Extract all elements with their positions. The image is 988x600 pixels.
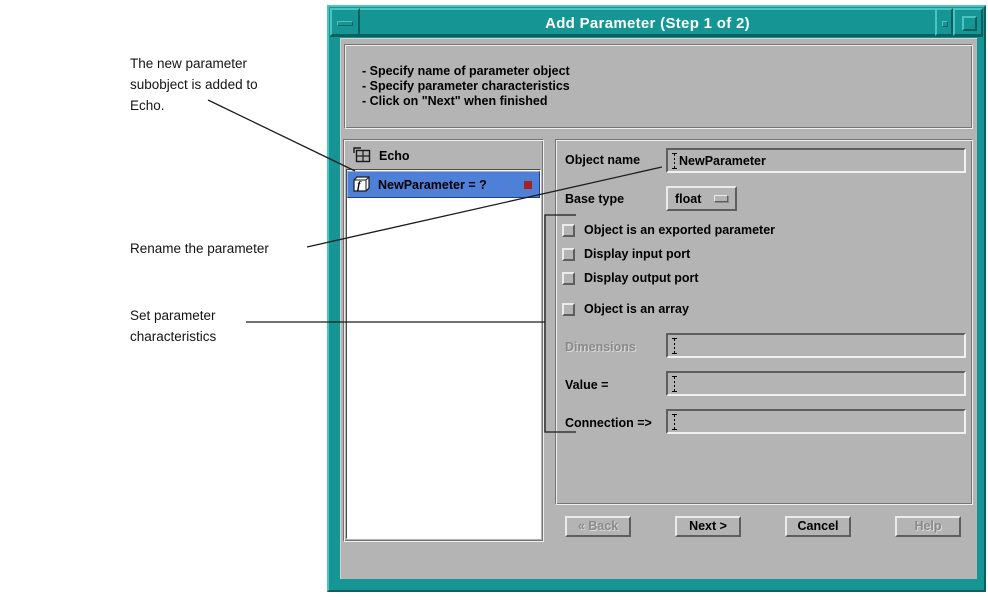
dialog-client-area: - Specify name of parameter object - Spe… bbox=[340, 38, 977, 579]
annotation-new-parameter: The new parameter subobject is added to … bbox=[130, 56, 258, 113]
instruction-line: - Specify parameter characteristics bbox=[362, 79, 570, 93]
tree-root-label: Echo bbox=[379, 148, 410, 163]
base-type-dropdown[interactable]: float bbox=[666, 186, 737, 211]
value-input[interactable] bbox=[666, 371, 966, 396]
maximize-button[interactable] bbox=[953, 8, 983, 36]
next-button[interactable]: Next > bbox=[675, 516, 741, 537]
minimize-icon bbox=[942, 21, 948, 27]
checkbox-exported-parameter[interactable] bbox=[562, 223, 575, 237]
parameter-form-panel: Object name NewParameter Base type float… bbox=[555, 139, 973, 505]
text-cursor bbox=[672, 337, 677, 354]
instruction-line: - Click on "Next" when finished bbox=[362, 94, 548, 108]
text-cursor bbox=[672, 375, 677, 392]
checkbox-row: Object is an exported parameter bbox=[562, 222, 775, 238]
titlebar: Add Parameter (Step 1 of 2) bbox=[330, 8, 983, 37]
instruction-line: - Specify name of parameter object bbox=[362, 64, 570, 78]
tree-item-newparameter[interactable]: f NewParameter = ? bbox=[347, 171, 540, 198]
object-tree-panel: Echo f NewParameter = ? bbox=[343, 139, 544, 542]
base-type-label: Base type bbox=[565, 192, 625, 206]
modified-marker bbox=[524, 181, 532, 189]
checkbox-label: Display output port bbox=[584, 271, 699, 285]
checkbox-display-input-port[interactable] bbox=[562, 247, 575, 261]
checkbox-label: Display input port bbox=[584, 247, 691, 261]
option-menu-indicator-icon bbox=[714, 195, 728, 202]
window-title: Add Parameter (Step 1 of 2) bbox=[360, 8, 935, 36]
annotation-rename-parameter: Rename the parameter bbox=[130, 241, 269, 256]
object-name-input[interactable]: NewParameter bbox=[666, 148, 966, 173]
connection-label: Connection => bbox=[565, 416, 652, 430]
tree-item-label: NewParameter = ? bbox=[378, 177, 487, 192]
checkbox-label: Object is an array bbox=[584, 302, 689, 316]
checkbox-row: Object is an array bbox=[562, 301, 689, 317]
dimensions-input[interactable] bbox=[666, 333, 966, 358]
checkbox-object-is-array[interactable] bbox=[562, 302, 575, 316]
grid-object-icon bbox=[353, 147, 371, 163]
tree-list: f NewParameter = ? bbox=[346, 169, 541, 539]
minimize-button[interactable] bbox=[935, 8, 953, 36]
object-name-value: NewParameter bbox=[679, 153, 766, 168]
text-cursor bbox=[672, 413, 677, 430]
value-label: Value = bbox=[565, 378, 609, 392]
annotation-set-characteristics: Set parameter characteristics bbox=[130, 308, 217, 344]
dialog-window: Add Parameter (Step 1 of 2) - Specify na… bbox=[327, 5, 986, 592]
instructions-panel: - Specify name of parameter object - Spe… bbox=[344, 44, 973, 129]
text-cursor bbox=[672, 152, 677, 169]
checkbox-row: Display output port bbox=[562, 270, 699, 286]
base-type-value: float bbox=[675, 191, 702, 206]
dimensions-label: Dimensions bbox=[565, 340, 636, 354]
maximize-icon bbox=[962, 16, 977, 31]
checkbox-label: Object is an exported parameter bbox=[584, 223, 776, 237]
connection-input[interactable] bbox=[666, 409, 966, 434]
back-button[interactable]: « Back bbox=[565, 516, 631, 537]
checkbox-row: Display input port bbox=[562, 246, 690, 262]
tree-root-echo[interactable]: Echo bbox=[346, 142, 541, 169]
window-menu-button[interactable] bbox=[330, 8, 360, 36]
help-button[interactable]: Help bbox=[895, 516, 961, 537]
cancel-button[interactable]: Cancel bbox=[785, 516, 851, 537]
checkbox-display-output-port[interactable] bbox=[562, 271, 575, 285]
object-name-label: Object name bbox=[565, 153, 641, 167]
window-menu-icon bbox=[337, 21, 353, 26]
function-box-icon: f bbox=[353, 176, 370, 192]
